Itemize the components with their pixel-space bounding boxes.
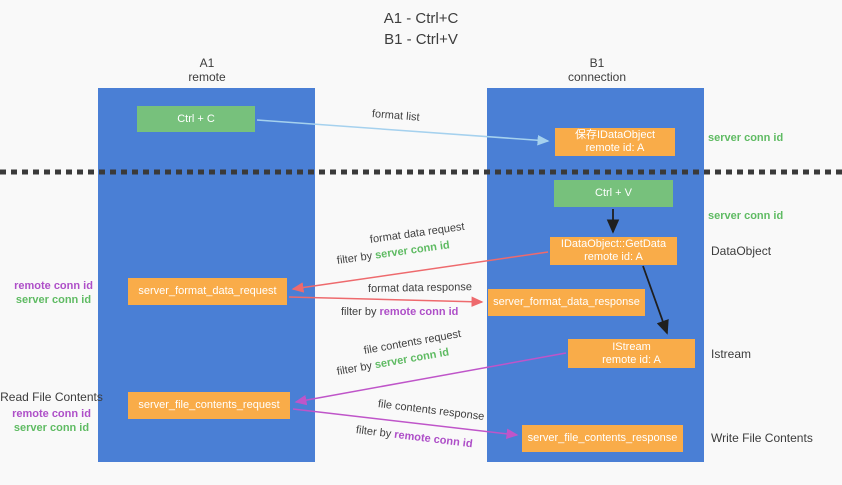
- annotation-read-file-contents: Read File Contents: [0, 390, 103, 404]
- node-istream-line2: remote id: A: [602, 353, 661, 366]
- node-server-format-data-request-label: server_format_data_request: [138, 285, 277, 297]
- node-getdata-line2: remote id: A: [584, 251, 643, 263]
- annotation-remote-conn-id-2: remote conn id: [12, 408, 91, 420]
- node-save-dataobject: 保存IDataObject remote id: A: [555, 128, 675, 156]
- annotation-server-conn-id-2: server conn id: [13, 422, 90, 434]
- annotation-group-file-request: Read File Contents remote conn id server…: [0, 390, 103, 435]
- annotation-dataobject: DataObject: [711, 244, 772, 258]
- node-save-dataobject-line2: remote id: A: [585, 142, 645, 154]
- annotation-remote-conn-id-1: remote conn id: [14, 280, 93, 292]
- lifeline-b1-name: B1: [589, 56, 605, 70]
- title-line-2: B1 - Ctrl+V: [384, 31, 458, 48]
- annotation-write-file-contents: Write File Contents: [711, 431, 813, 445]
- node-istream-line1: IStream: [612, 340, 651, 353]
- annotation-server-conn-id-mid: server conn id: [708, 210, 784, 222]
- arrow-format-data-request: [291, 251, 549, 293]
- node-ctrl-v-label: Ctrl + V: [595, 187, 632, 199]
- annotation-group-format-request: remote conn id server conn id: [2, 279, 105, 307]
- lifeline-a1-name: A1: [199, 56, 215, 70]
- filter-remote-conn-id-value: remote conn id: [379, 306, 459, 318]
- arrow-getdata-to-istream: [642, 265, 669, 335]
- lifeline-header-b1: B1 connection: [527, 56, 667, 84]
- title-line-1: A1 - Ctrl+C: [383, 10, 459, 27]
- flow-label-format-data-response: format data response: [367, 281, 473, 295]
- filter-by-text: filter by: [341, 306, 377, 318]
- node-istream: IStream remote id: A: [568, 339, 695, 368]
- arrow-file-contents-request: [294, 352, 567, 406]
- node-ctrl-c-label: Ctrl + C: [177, 112, 215, 125]
- node-server-file-contents-response: server_file_contents_response: [522, 425, 683, 452]
- node-server-file-contents-request-label: server_file_contents_request: [138, 399, 280, 411]
- arrow-format-list: [256, 119, 550, 146]
- annotation-server-conn-id-1: server conn id: [15, 294, 92, 306]
- flow-label-filter-remote-conn-id-1: filter by remote conn id: [341, 306, 458, 318]
- lifeline-b1-role: connection: [567, 70, 627, 84]
- arrow-file-contents-response: [292, 408, 519, 440]
- arrow-format-data-response: [288, 296, 484, 307]
- annotation-server-conn-id-top: server conn id: [708, 132, 784, 144]
- node-ctrl-v: Ctrl + V: [554, 180, 673, 207]
- diagram-title: A1 - Ctrl+C B1 - Ctrl+V: [0, 8, 842, 50]
- node-server-file-contents-response-label: server_file_contents_response: [527, 432, 678, 444]
- node-ctrl-c: Ctrl + C: [137, 106, 255, 132]
- lifeline-header-a1: A1 remote: [137, 56, 277, 84]
- node-server-format-data-response-label: server_format_data_response: [493, 296, 640, 308]
- annotation-istream: Istream: [711, 347, 752, 361]
- node-save-dataobject-line1: 保存IDataObject: [574, 129, 656, 141]
- node-getdata: IDataObject::GetData remote id: A: [550, 237, 677, 265]
- node-getdata-line1: IDataObject::GetData: [560, 238, 667, 250]
- lifeline-a1-role: remote: [188, 70, 226, 84]
- node-server-format-data-request: server_format_data_request: [128, 278, 287, 305]
- node-server-format-data-response: server_format_data_response: [488, 289, 645, 316]
- node-server-file-contents-request: server_file_contents_request: [128, 392, 290, 419]
